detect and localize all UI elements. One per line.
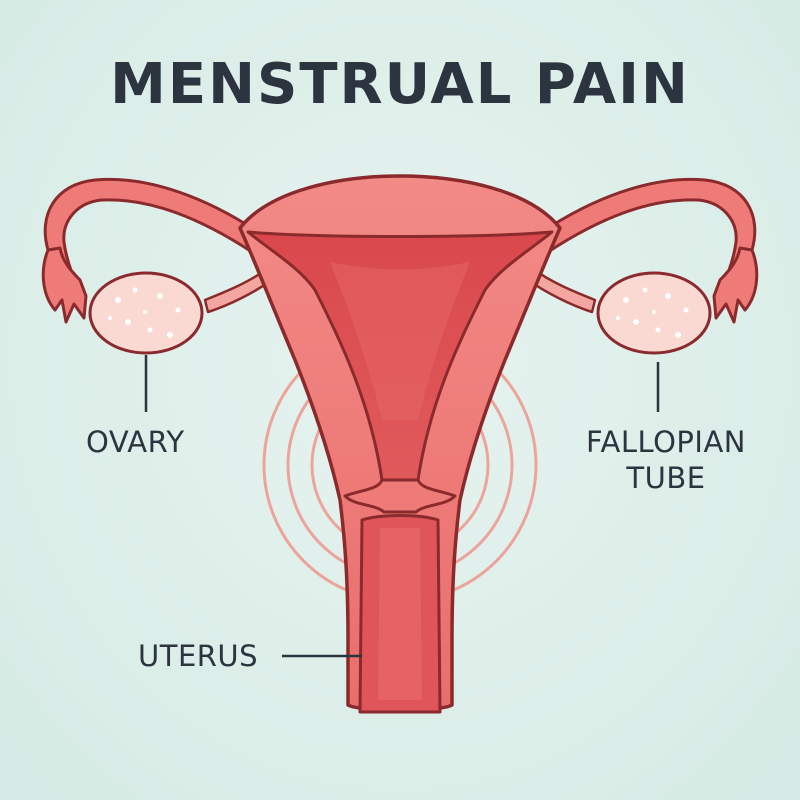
page-title: MENSTRUAL PAIN [110,52,690,117]
left-ovary [88,271,204,355]
uterus-label: UTERUS [138,639,259,673]
fallopian-tube-label-line1: FALLOPIAN [585,425,747,459]
right-ovary [596,271,712,355]
fallopian-tube-label-line2: TUBE [626,461,706,495]
fallopian-tube-label: FALLOPIAN TUBE [566,424,766,496]
left-fimbriae [41,246,88,324]
right-fimbriae [712,246,759,324]
ovary-label: OVARY [86,425,185,459]
cervix [343,478,457,514]
endometrium-highlight [330,262,470,420]
vaginal-canal-highlight [378,528,422,700]
